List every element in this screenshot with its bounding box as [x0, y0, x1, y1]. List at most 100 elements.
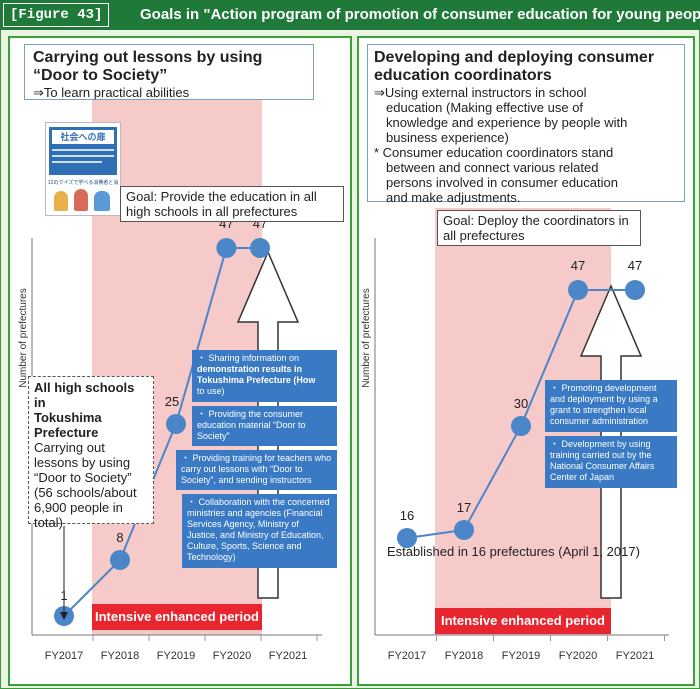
box-line: ・ Promoting development	[550, 383, 657, 393]
right-line3: knowledge and experience by people with	[386, 115, 628, 130]
box-line: Justice, and Ministry of Education,	[187, 530, 324, 540]
right-title-line2: education coordinators	[374, 67, 552, 84]
period-label: Intensive enhanced period	[435, 608, 611, 634]
right-line5: * Consumer education coordinators stand	[374, 145, 614, 160]
door-to-society-book-image: 社会への扉 12のクイズで学べる消費者と消費活動	[45, 122, 121, 216]
data-point	[166, 414, 186, 434]
x-tick-label: FY2018	[445, 650, 484, 662]
box-line: Services Agency, Ministry of	[187, 519, 299, 529]
right-title-box: Developing and deploying consumer educat…	[367, 44, 685, 205]
box-line: National Consumer Affairs	[550, 461, 655, 471]
box-line: demonstration results in	[197, 364, 303, 374]
data-point	[568, 280, 588, 300]
figure-title: Goals in "Action program of promotion of…	[140, 6, 700, 23]
box-line: to use)	[197, 386, 225, 396]
data-label: 47	[628, 258, 642, 273]
right-line2: education (Making effective use of	[386, 100, 584, 115]
left-title-line1: Carrying out lessons by using	[33, 49, 263, 66]
data-label: 8	[116, 530, 123, 545]
box-line: Culture, Sports, Science and	[187, 541, 302, 551]
right-line4: business experience)	[386, 130, 509, 145]
box-line: Tokushima Prefecture (How	[197, 375, 316, 385]
info-box-ncac: ・ Development by using training carried …	[545, 436, 677, 488]
note-line3: “Door to Society”	[34, 470, 132, 485]
data-point	[454, 520, 474, 540]
data-point	[250, 238, 270, 258]
info-box-sharing: ・ Sharing information on demonstration r…	[192, 350, 337, 402]
right-goal-box: Goal: Deploy the coordinators in all pre…	[437, 210, 641, 246]
y-axis-label: Number of prefectures	[361, 288, 372, 388]
box-line: Center of Japan	[550, 472, 615, 482]
note-pointer-head	[60, 612, 68, 620]
box-line: ・ Collaboration with the concerned	[187, 497, 330, 507]
box-line: and deployment by using a	[550, 394, 658, 404]
box-line: ・ Providing the consumer	[197, 409, 304, 419]
data-point	[625, 280, 645, 300]
x-tick-label: FY2017	[45, 650, 84, 662]
note-line4: (56 schools/about	[34, 485, 137, 500]
data-label: 16	[400, 508, 414, 523]
left-subtitle: ⇒To learn practical abilities	[33, 85, 190, 100]
box-line: grant to strengthen local	[550, 405, 647, 415]
note-bold1: All high schools in	[34, 380, 135, 410]
tokushima-note: All high schools in Tokushima Prefecture…	[28, 376, 154, 530]
note-line2: lessons by using	[34, 455, 131, 470]
note-line5: 6,900 people in	[34, 500, 123, 515]
x-tick-label: FY2019	[502, 650, 541, 662]
data-point	[216, 238, 237, 258]
box-line: carry out lessons with “Door to	[181, 464, 303, 474]
left-goal-box: Goal: Provide the education in all high …	[120, 186, 344, 222]
x-tick-label: FY2019	[157, 650, 196, 662]
y-axis-label: Number of prefectures	[18, 288, 29, 388]
figure-header: [Figure 43] Goals in "Action program of …	[0, 0, 700, 30]
data-label: 30	[514, 396, 528, 411]
right-title-line1: Developing and deploying consumer	[374, 49, 655, 66]
note-bold2: Tokushima	[34, 410, 102, 425]
info-box-grant: ・ Promoting development and deployment b…	[545, 380, 677, 432]
info-box-training: ・ Providing training for teachers who ca…	[176, 450, 337, 490]
x-tick-label: FY2020	[559, 650, 598, 662]
note-line1: Carrying out	[34, 440, 105, 455]
right-goal-line2: all prefectures	[443, 228, 525, 243]
data-point	[397, 528, 417, 548]
right-line8: and make adjustments.	[386, 190, 521, 205]
box-line: consumer administration	[550, 416, 649, 426]
x-tick-label: FY2018	[101, 650, 140, 662]
box-line: ministries and agencies (Financial	[187, 508, 323, 518]
info-box-material: ・ Providing the consumer education mater…	[192, 406, 337, 446]
x-tick-label: FY2021	[616, 650, 655, 662]
x-tick-label: FY2017	[388, 650, 427, 662]
info-box-collaboration: ・ Collaboration with the concerned minis…	[182, 494, 337, 568]
period-label: Intensive enhanced period	[92, 604, 262, 630]
book-subtitle: 12のクイズで学べる消費者と消費活動	[48, 180, 118, 186]
left-title-box: Carrying out lessons by using “Door to S…	[24, 44, 314, 100]
left-title-line2: “Door to Society”	[33, 67, 168, 84]
note-line6: total)	[34, 515, 63, 530]
right-line6: between and connect various related	[386, 160, 599, 175]
data-point	[110, 550, 130, 570]
left-goal-line2: high schools in all prefectures	[126, 204, 298, 219]
box-line: ・ Providing training for teachers who	[181, 453, 332, 463]
x-tick-label: FY2020	[213, 650, 252, 662]
book-title: 社会への扉	[52, 130, 114, 144]
established-note: Established in 16 prefectures (April 1, …	[387, 544, 640, 559]
right-goal-line1: Goal: Deploy the coordinators in	[443, 213, 629, 228]
box-line: Society”, and sending instructors	[181, 475, 312, 485]
data-label: 25	[165, 394, 179, 409]
left-goal-line1: Goal: Provide the education in all	[126, 189, 317, 204]
data-point	[511, 416, 531, 436]
box-line: education material “Door to	[197, 420, 306, 430]
box-line: ・ Sharing information on	[197, 353, 300, 363]
figure-tag: [Figure 43]	[3, 3, 110, 27]
box-line: Technology)	[187, 552, 236, 562]
right-line1: ⇒Using external instructors in school	[374, 85, 587, 100]
right-line7: persons involved in consumer education	[386, 175, 618, 190]
note-bold3: Prefecture	[34, 425, 99, 440]
data-label: 47	[571, 258, 585, 273]
data-label: 17	[457, 500, 471, 515]
x-tick-label: FY2021	[269, 650, 308, 662]
box-line: ・ Development by using	[550, 439, 651, 449]
box-line: training carried out by the	[550, 450, 652, 460]
